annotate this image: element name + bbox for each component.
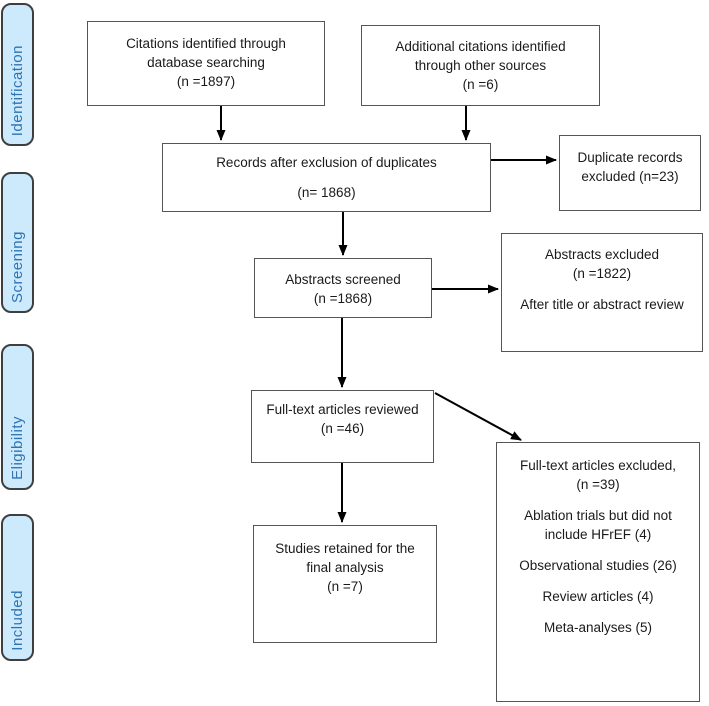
text-line: Duplicate records [577,150,683,165]
text-line: (n =1897) [176,74,236,89]
text-line: Abstracts screened [285,272,401,287]
text-line: After title or abstract review [520,297,684,312]
text-line: Citations identified through [126,36,286,51]
text-line: final analysis [306,560,384,575]
text-line: (n =1868) [313,291,373,306]
arrow-fulltext-to-excluded [434,392,522,441]
stage-identification-label: Identification [9,44,26,136]
box-additional-citations: Additional citations identified through … [361,25,600,106]
text-line: Observational studies (26) [519,558,677,573]
text-line: Full-text articles excluded, [519,458,677,473]
text-line: (n =6) [462,77,499,92]
stage-screening: Screening [1,172,34,313]
text-line: (n =39) [576,477,620,492]
text-line: (n= 1868) [297,185,356,200]
stage-included-label: Included [9,590,26,651]
text-line: Meta-analyses (5) [543,620,653,635]
text-line: Records after exclusion of duplicates [216,155,437,170]
text-line: Abstracts excluded [544,247,660,262]
box-duplicates-excluded: Duplicate records excluded (n=23) [559,135,701,211]
text-line: Review articles (4) [542,589,654,604]
stage-eligibility-label: Eligibility [9,416,26,480]
stage-screening-label: Screening [9,230,26,303]
box-studies-retained: Studies retained for the final analysis … [253,525,437,643]
text-line: (n =1822) [572,266,632,281]
box-fulltext-reviewed: Full-text articles reviewed (n =46) [251,390,434,463]
box-abstracts-excluded: Abstracts excluded (n =1822) After title… [501,233,703,352]
text-line: include HFrEF (4) [544,527,652,542]
text-line: Ablation trials but did not [524,508,672,523]
text-line: through other sources [414,58,547,73]
text-line: (n =7) [327,579,363,594]
text-line: excluded (n=23) [581,169,679,184]
box-records-after-duplicates: Records after exclusion of duplicates (n… [162,143,491,212]
text-line: Additional citations identified [395,39,566,54]
box-abstracts-screened: Abstracts screened (n =1868) [254,258,432,318]
box-citations-identified: Citations identified through database se… [87,21,325,106]
text-line: Full-text articles reviewed [266,402,419,417]
stage-included: Included [1,514,34,661]
stage-identification: Identification [1,3,34,146]
text-line: (n =46) [320,421,365,436]
text-line: Studies retained for the [275,541,415,556]
text-line: database searching [147,55,265,70]
stage-eligibility: Eligibility [1,344,34,490]
box-fulltext-excluded: Full-text articles excluded, (n =39) Abl… [496,442,700,702]
